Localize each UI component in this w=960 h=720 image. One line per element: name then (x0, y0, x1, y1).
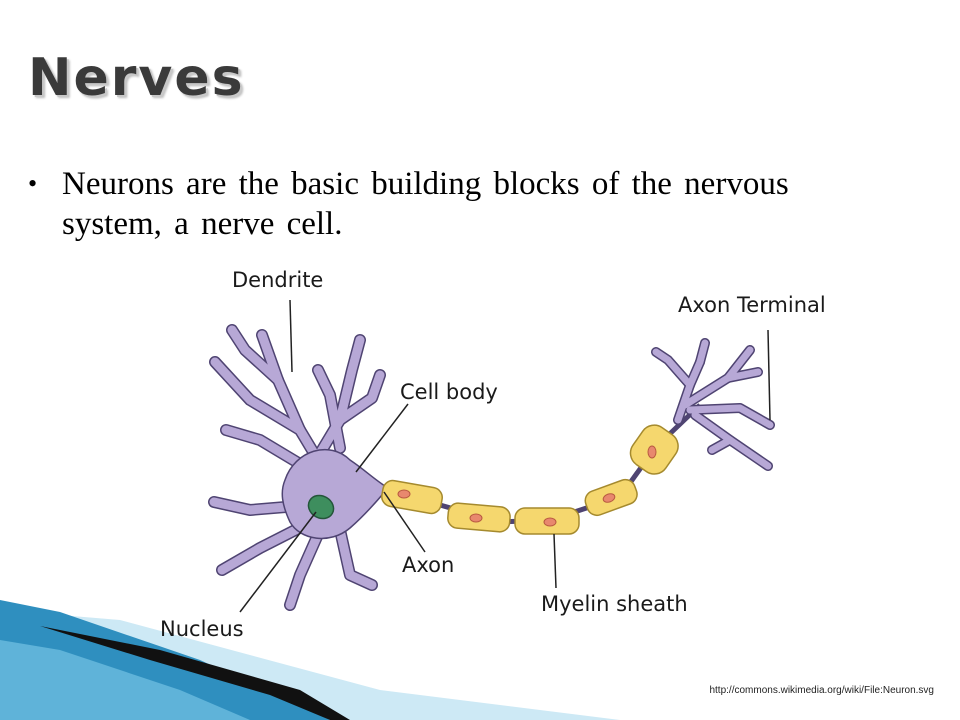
label-nucleus: Nucleus (160, 617, 244, 641)
source-link[interactable]: http://commons.wikimedia.org/wiki/File:N… (709, 685, 934, 696)
decoration-mid-wave (0, 640, 250, 720)
dendrite-leader (289, 299, 293, 373)
label-dendrite: Dendrite (232, 268, 323, 292)
bullet-item: • Neurons are the basic building blocks … (28, 164, 888, 244)
leader-lines (239, 299, 771, 613)
label-cell-body: Cell body (400, 380, 498, 404)
axon-terminal-leader (767, 329, 771, 421)
bullet-dot: • (28, 169, 38, 198)
label-axon: Axon (402, 553, 454, 577)
myelin-sheaths (381, 424, 679, 535)
slide-title: Nerves (28, 48, 245, 108)
cell-body-leader (355, 403, 409, 473)
nucleus-leader (239, 511, 317, 613)
myelin-leader (553, 533, 557, 589)
axon-leader (383, 491, 426, 553)
label-myelin-sheath: Myelin sheath (541, 592, 688, 616)
cell-body-shape (281, 449, 390, 540)
schwann-nuclei (397, 445, 657, 527)
axon-terminal-branches (651, 338, 775, 471)
bullet-text: Neurons are the basic building blocks of… (62, 166, 789, 242)
label-axon-terminal: Axon Terminal (678, 293, 826, 317)
decoration-dark-stripe (40, 626, 350, 720)
